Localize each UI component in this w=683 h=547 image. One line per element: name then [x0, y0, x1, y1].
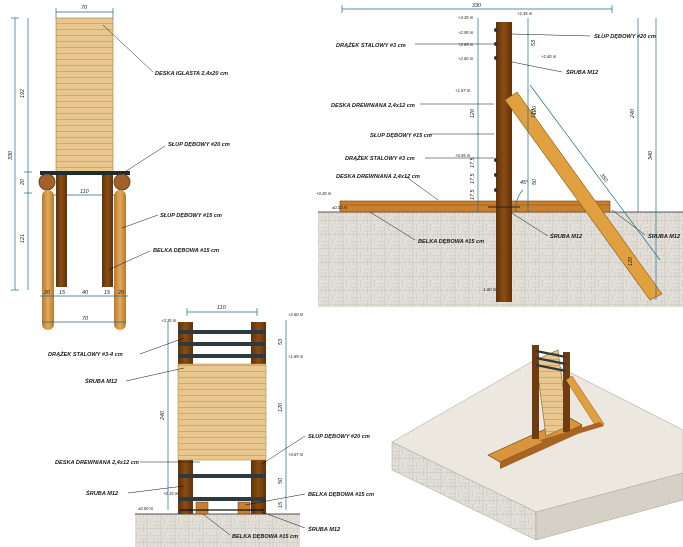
post-end-right	[113, 173, 131, 191]
svg-text:120: 120	[532, 106, 538, 115]
svg-text:+1.57 m: +1.57 m	[455, 88, 471, 93]
label-belka-15: BELKA DĘBOWA #15 cm	[153, 248, 219, 254]
front-backrest	[177, 363, 267, 461]
bottom-dim-4: 15	[104, 290, 111, 296]
svg-text:ŚRUBA M12: ŚRUBA M12	[550, 233, 583, 240]
svg-text:15: 15	[278, 501, 284, 508]
bottom-dim-1: 20	[43, 290, 50, 296]
bottom-dim-2: 15	[59, 290, 66, 296]
svg-text:SŁUP DĘBOWY #20 cm: SŁUP DĘBOWY #20 cm	[594, 34, 656, 40]
svg-text:+0.35 m: +0.35 m	[316, 191, 332, 196]
svg-text:+0.55 m: +0.55 m	[455, 153, 471, 158]
svg-text:120: 120	[470, 109, 476, 118]
bottom-dim-5: 20	[117, 290, 124, 296]
svg-text:±0.00 m: ±0.00 m	[138, 506, 154, 511]
svg-text:120: 120	[278, 403, 284, 412]
side-dim-top: 330	[472, 3, 481, 9]
svg-text:DESKA DREWNIANA 2,4x12 cm: DESKA DREWNIANA 2,4x12 cm	[336, 174, 420, 180]
iso-post-left	[532, 345, 539, 439]
iso-post-right	[563, 352, 570, 432]
dim-height-mid: 20	[20, 179, 26, 186]
svg-text:DRĄŻEK STALOWY #3 cm: DRĄŻEK STALOWY #3 cm	[336, 42, 406, 49]
svg-text:±0.00 m: ±0.00 m	[332, 205, 348, 210]
svg-text:50: 50	[278, 478, 284, 484]
outer-post-right	[114, 190, 126, 330]
label-slup-20: SŁUP DĘBOWY #20 cm	[168, 142, 230, 148]
level-marker-icon: +3.35 m +2.95 m +2.85 m +2.60 m +1.57 m …	[316, 11, 557, 292]
top-left-view: 70 330 192 20 121 110 20 15 40 15 20	[8, 5, 230, 330]
svg-text:+3.35 m: +3.35 m	[458, 15, 474, 20]
svg-text:+0.15 m: +0.15 m	[163, 491, 179, 496]
svg-text:ŚRUBA M12: ŚRUBA M12	[86, 490, 119, 497]
dim-height-total: 330	[8, 151, 14, 160]
svg-text:53: 53	[531, 40, 537, 46]
svg-text:SŁUP DĘBOWY #15 cm: SŁUP DĘBOWY #15 cm	[370, 133, 432, 139]
svg-text:+3.35 m: +3.35 m	[161, 318, 177, 323]
svg-text:17,5: 17,5	[470, 189, 476, 200]
svg-text:ŚRUBA M12: ŚRUBA M12	[308, 526, 341, 533]
front-view: 110 +3.35 m +2.60 m +1.85 m +0.67 m +0.1…	[48, 305, 374, 547]
label-slup-15: SŁUP DĘBOWY #15 cm	[160, 213, 222, 219]
bottom-dim-3: 40	[82, 290, 88, 296]
svg-text:50: 50	[532, 179, 538, 185]
svg-text:BELKA DĘBOWA #15 cm: BELKA DĘBOWA #15 cm	[418, 239, 484, 245]
svg-text:DESKA DREWNIANA 2,4x12 cm: DESKA DREWNIANA 2,4x12 cm	[331, 103, 415, 109]
svg-text:350: 350	[598, 173, 608, 184]
svg-text:+2.60 m: +2.60 m	[458, 56, 474, 61]
inner-post-right	[102, 175, 113, 287]
svg-text:BELKA DĘBOWA #15 cm: BELKA DĘBOWA #15 cm	[232, 534, 298, 540]
label-deska-iglasta: DESKA IGLASTA 2,4x20 cm	[155, 71, 228, 77]
bottom-dim-total: 70	[82, 316, 88, 322]
svg-text:BELKA DĘBOWA #15 cm: BELKA DĘBOWA #15 cm	[308, 492, 374, 498]
dim-inner: 110	[80, 189, 89, 195]
svg-text:120: 120	[531, 109, 537, 118]
svg-text:+2.40 m: +2.40 m	[541, 54, 557, 59]
dim-height-lower: 121	[20, 234, 26, 243]
backrest-planks	[55, 17, 114, 174]
post-end-left	[38, 173, 56, 191]
svg-text:17,5: 17,5	[470, 173, 476, 184]
svg-text:-1.80 m: -1.80 m	[482, 287, 497, 292]
svg-text:120: 120	[628, 257, 634, 266]
side-view: 330 +3.35 m +2.95 m +2.85 m +2.60 m +1.5…	[316, 3, 683, 307]
svg-text:+2.85 m: +2.85 m	[458, 42, 474, 47]
crossbar	[40, 171, 130, 175]
bench-seat	[339, 200, 611, 213]
front-dim-top: 110	[217, 305, 226, 311]
svg-text:17,5: 17,5	[470, 157, 476, 168]
svg-text:ŚRUBA M12: ŚRUBA M12	[648, 233, 681, 240]
svg-text:DRĄŻEK STALOWY #3 cm: DRĄŻEK STALOWY #3 cm	[345, 155, 415, 162]
diagonal-brace	[504, 91, 663, 301]
svg-text:+2.95 m: +2.95 m	[458, 30, 474, 35]
main-post	[496, 22, 512, 302]
svg-text:ŚRUBA M12: ŚRUBA M12	[85, 378, 118, 385]
svg-text:DRĄŻEK STALOWY #3-4 cm: DRĄŻEK STALOWY #3-4 cm	[48, 351, 123, 358]
svg-text:+1.85 m: +1.85 m	[288, 354, 304, 359]
outer-post-left	[42, 190, 54, 330]
dim-height-upper: 192	[20, 89, 26, 98]
svg-text:240: 240	[160, 411, 166, 421]
dim-width-top: 70	[81, 5, 87, 11]
svg-text:ŚRUBA M12: ŚRUBA M12	[566, 69, 599, 76]
front-ground	[135, 514, 300, 547]
svg-text:+2.60 m: +2.60 m	[288, 312, 304, 317]
svg-text:+2.45 m: +2.45 m	[517, 11, 533, 16]
svg-text:DESKA DREWNIANA 2,4x12 cm: DESKA DREWNIANA 2,4x12 cm	[55, 460, 139, 466]
svg-text:240: 240	[630, 109, 636, 119]
isometric-view	[391, 345, 683, 541]
svg-text:SŁUP DĘBOWY #20 cm: SŁUP DĘBOWY #20 cm	[308, 434, 370, 440]
iso-brace	[565, 375, 605, 429]
svg-text:53: 53	[278, 339, 284, 345]
svg-text:340: 340	[648, 151, 654, 160]
svg-text:+0.67 m: +0.67 m	[288, 452, 304, 457]
inner-post-left	[56, 175, 67, 287]
svg-text:45°: 45°	[520, 180, 529, 186]
